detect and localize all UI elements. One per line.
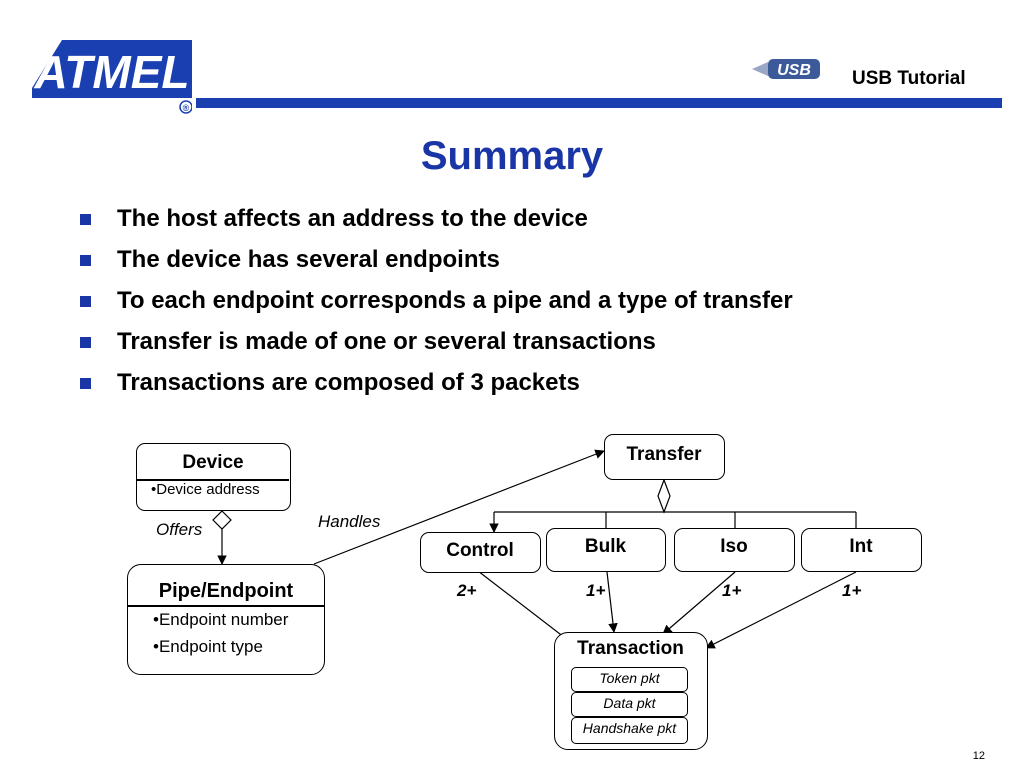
usb-logo-text: USB bbox=[777, 62, 811, 79]
transfer-type-label: Control bbox=[446, 540, 514, 561]
header-bar bbox=[196, 98, 1002, 108]
multiplicity-label: 2+ bbox=[457, 581, 477, 600]
bullet-text: The device has several endpoints bbox=[117, 246, 500, 273]
bullet-square-icon bbox=[80, 296, 91, 307]
bullet-square-icon bbox=[80, 378, 91, 389]
pipe-endpoint-attr: •Endpoint type bbox=[153, 637, 263, 656]
multiplicity-label: 1+ bbox=[586, 581, 606, 600]
multiplicity-label: 1+ bbox=[722, 581, 742, 600]
handshake-packet: Handshake pkt bbox=[571, 717, 688, 744]
transfer-type-int-box: Int bbox=[801, 528, 922, 572]
slide-title: Summary bbox=[420, 134, 604, 178]
bullet-list: The host affects an address to the devic… bbox=[80, 202, 793, 407]
bullet-item: Transactions are composed of 3 packets bbox=[80, 366, 793, 407]
aggregation-diamond-icon bbox=[212, 510, 232, 530]
bullet-text: To each endpoint corresponds a pipe and … bbox=[117, 287, 793, 314]
header-title: USB Tutorial bbox=[852, 68, 966, 89]
handles-label: Handles bbox=[318, 512, 381, 531]
atmel-logo: ATMEL ® bbox=[32, 36, 193, 114]
device-class-box: Device •Device address bbox=[136, 443, 291, 511]
bullet-item: The device has several endpoints bbox=[80, 243, 793, 284]
bullet-square-icon bbox=[80, 255, 91, 266]
device-class-title: Device bbox=[182, 452, 244, 473]
generalization-diamond-icon bbox=[657, 478, 671, 514]
control-transaction-connector bbox=[477, 570, 574, 645]
transfer-class-box: Transfer bbox=[604, 434, 725, 480]
usb-logo: USB bbox=[752, 56, 824, 82]
transfer-type-control-box: Control bbox=[420, 532, 541, 573]
transfer-type-bulk-box: Bulk bbox=[546, 528, 666, 572]
logo-registered-mark: ® bbox=[183, 103, 190, 113]
transfer-type-label: Int bbox=[849, 536, 873, 557]
token-packet: Token pkt bbox=[571, 667, 688, 692]
int-transaction-connector bbox=[705, 571, 857, 649]
iso-transaction-connector bbox=[662, 571, 736, 635]
transfer-class-title: Transfer bbox=[626, 444, 702, 465]
pipe-endpoint-attr: •Endpoint number bbox=[153, 610, 289, 629]
pipe-endpoint-class-box: Pipe/Endpoint •Endpoint number •Endpoint… bbox=[127, 564, 325, 675]
pipe-endpoint-class-title: Pipe/Endpoint bbox=[158, 580, 294, 602]
transfer-type-label: Bulk bbox=[584, 536, 627, 557]
handles-connector bbox=[313, 449, 605, 565]
transfer-type-label: Iso bbox=[720, 536, 748, 557]
bullet-item: Transfer is made of one or several trans… bbox=[80, 325, 793, 366]
transfer-type-iso-box: Iso bbox=[674, 528, 795, 572]
bullet-item: To each endpoint corresponds a pipe and … bbox=[80, 284, 793, 325]
bullet-text: Transfer is made of one or several trans… bbox=[117, 328, 656, 355]
multiplicity-label: 1+ bbox=[842, 581, 862, 600]
bullet-square-icon bbox=[80, 337, 91, 348]
device-attr: •Device address bbox=[151, 481, 260, 498]
pipe-endpoint-class-divider bbox=[128, 605, 324, 607]
bullet-item: The host affects an address to the devic… bbox=[80, 202, 793, 243]
bullet-text: The host affects an address to the devic… bbox=[117, 205, 588, 232]
offers-label: Offers bbox=[156, 520, 203, 539]
device-class-divider bbox=[137, 479, 289, 481]
bulk-transaction-connector bbox=[606, 571, 618, 633]
bullet-square-icon bbox=[80, 214, 91, 225]
page-number: 12 bbox=[972, 750, 985, 762]
data-packet: Data pkt bbox=[571, 692, 688, 717]
bullet-text: Transactions are composed of 3 packets bbox=[117, 369, 580, 396]
logo-text: ATMEL bbox=[33, 46, 189, 98]
transaction-class-title: Transaction bbox=[577, 638, 684, 659]
